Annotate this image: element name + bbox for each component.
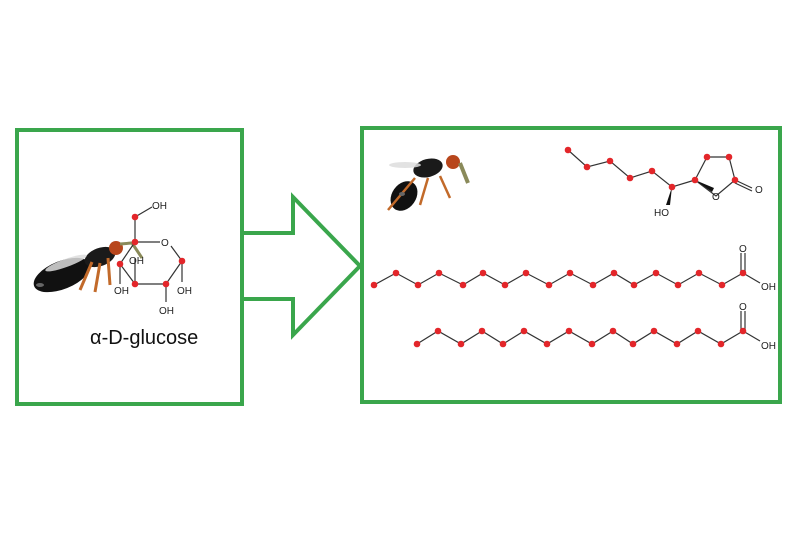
- carbon-atom: [674, 281, 682, 289]
- carbon-atom: [479, 269, 487, 277]
- carbon-atom: [739, 327, 747, 335]
- carbon-atom: [629, 340, 637, 348]
- acid-2-hydroxyl-label: OH: [761, 341, 776, 352]
- carbon-atom: [588, 340, 596, 348]
- carbon-atom: [583, 163, 591, 171]
- bond: [694, 156, 736, 197]
- glucose-oh-label: OH: [159, 306, 174, 317]
- acid-1-hydroxyl-label: OH: [761, 282, 776, 293]
- wasp-icon: [387, 155, 470, 211]
- carbon-atom: [545, 281, 553, 289]
- bond: [373, 272, 744, 286]
- carbon-atom: [626, 174, 634, 182]
- carbon-atom: [520, 327, 528, 335]
- carbon-atom: [718, 281, 726, 289]
- carbon-atom: [610, 269, 618, 277]
- carbon-atom: [725, 153, 733, 161]
- wedge-bond: [695, 180, 714, 192]
- carbon-atom: [565, 327, 573, 335]
- carbon-atom: [606, 157, 614, 165]
- glucose-bonds: [119, 206, 183, 302]
- carbon-atom: [435, 269, 443, 277]
- carbon-atom: [739, 269, 747, 277]
- glucose-oh-label: OH: [177, 286, 192, 297]
- carbon-atom: [703, 153, 711, 161]
- carbon-atom: [694, 327, 702, 335]
- carbon-atom: [695, 269, 703, 277]
- carbon-atom: [543, 340, 551, 348]
- carbon-atom: [668, 183, 676, 191]
- carbon-atom: [522, 269, 530, 277]
- bond: [734, 182, 753, 192]
- carbon-atom: [501, 281, 509, 289]
- carbon-atom: [652, 269, 660, 277]
- acid-1-carbonyl-label: O: [739, 244, 747, 255]
- carbon-atom: [609, 327, 617, 335]
- carbon-atom: [673, 340, 681, 348]
- carbon-atom: [717, 340, 725, 348]
- carbon-atom: [650, 327, 658, 335]
- carbon-atom: [478, 327, 486, 335]
- wasp-icon: [33, 241, 144, 293]
- carbon-atom: [731, 176, 739, 184]
- hydroxyl-label: HO: [654, 208, 669, 219]
- molecule-name: α-D-glucose: [90, 327, 198, 349]
- carbon-atom: [459, 281, 467, 289]
- carbon-atom: [564, 146, 572, 154]
- carbon-atom: [162, 280, 170, 288]
- carbon-atom: [414, 281, 422, 289]
- bonds: [373, 149, 761, 345]
- glucose-oh-label: OH: [152, 201, 167, 212]
- carbon-atom: [630, 281, 638, 289]
- carbon-atom: [131, 238, 139, 246]
- glucose-oh-label: OH: [114, 286, 129, 297]
- carbon-atom: [370, 281, 378, 289]
- carbon-atom: [648, 167, 656, 175]
- carbon-atom: [691, 176, 699, 184]
- glucose-oh-label: OH: [129, 256, 144, 267]
- glucose-atoms: [116, 213, 186, 288]
- carbon-atom: [178, 257, 186, 265]
- atoms: [370, 146, 747, 348]
- arrow: [240, 192, 363, 340]
- carbonyl-oxygen-label: O: [755, 185, 763, 196]
- glucose-ring-oxygen-label: O: [161, 238, 169, 249]
- carbon-atom: [434, 327, 442, 335]
- right-panel-frame: [360, 126, 782, 404]
- carbon-atom: [131, 213, 139, 221]
- carbon-atom: [566, 269, 574, 277]
- carbon-atom: [131, 280, 139, 288]
- carbon-atom: [392, 269, 400, 277]
- carbon-atom: [457, 340, 465, 348]
- acid-2-carbonyl-label: O: [739, 302, 747, 313]
- carbon-atom: [413, 340, 421, 348]
- carbon-atom: [589, 281, 597, 289]
- bond: [416, 330, 744, 345]
- wedge-bond: [666, 187, 672, 205]
- carbon-atom: [499, 340, 507, 348]
- lactone-oxygen-label: O: [712, 192, 720, 203]
- carbon-atom: [116, 260, 124, 268]
